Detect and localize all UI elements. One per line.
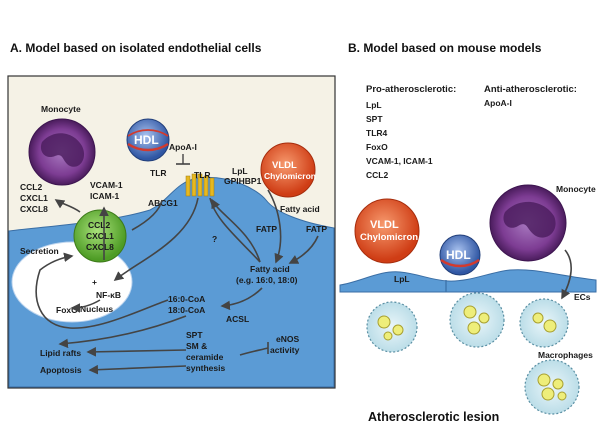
enos-label-2: activity xyxy=(270,345,300,355)
vcam-label: VCAM-1 xyxy=(90,180,123,190)
coa-label-1: 16:0-CoA xyxy=(168,294,205,304)
macrophage xyxy=(524,359,580,415)
vldl-b-label-1: VLDL xyxy=(370,219,399,231)
spt-label-3: ceramide xyxy=(186,352,224,362)
ccl2-out-label: CCL2 xyxy=(20,182,42,192)
fatp-label-2: FATP xyxy=(306,224,327,234)
vldl-particle-a xyxy=(260,142,316,198)
cxcl8-out-label: CXCL8 xyxy=(20,204,48,214)
pro-item: SPT xyxy=(366,114,383,124)
monocyte-a xyxy=(28,118,96,186)
endothelial-layer-b xyxy=(339,269,597,293)
pro-item: TLR4 xyxy=(366,128,388,138)
acsl-label: ACSL xyxy=(226,314,249,324)
vldl-a-label-2: Chylomicron xyxy=(264,171,316,181)
enos-label-1: eNOS xyxy=(276,334,299,344)
anti-title: Anti-atherosclerotic: xyxy=(484,84,577,95)
cxcl8-in-label: CXCL8 xyxy=(86,242,114,252)
spt-label-4: synthesis xyxy=(186,363,225,373)
macrophage xyxy=(366,301,418,353)
fatty-acid-in-label-1: Fatty acid xyxy=(250,264,290,274)
nucleus-label: Nucleus xyxy=(80,304,113,314)
hdl-b-label: HDL xyxy=(446,248,471,262)
fatty-acid-out-label: Fatty acid xyxy=(280,204,320,214)
hdl-a-label: HDL xyxy=(134,133,159,147)
plus-label: + xyxy=(92,277,97,287)
ecs-label: ECs xyxy=(574,292,591,302)
panel-a-title: A. Model based on isolated endothelial c… xyxy=(10,41,262,55)
hdl-particle-b xyxy=(439,234,481,276)
pathway-arrows xyxy=(35,189,319,375)
icam-label: ICAM-1 xyxy=(90,191,120,201)
fatp-label-1: FATP xyxy=(256,224,277,234)
abcg1-label: ABCG1 xyxy=(148,198,178,208)
hdl-particle-a xyxy=(126,118,170,162)
lesion-label: Atherosclerotic lesion xyxy=(368,410,499,424)
gpihbp1-label: GPIHBP1 xyxy=(224,176,262,186)
pro-title: Pro-atherosclerotic: xyxy=(366,84,456,95)
pro-item: FoxO xyxy=(366,142,388,152)
pro-item: VCAM-1, ICAM-1 xyxy=(366,156,433,166)
monocyte-a-label: Monocyte xyxy=(41,104,81,114)
cxcl1-out-label: CXCL1 xyxy=(20,193,48,203)
vldl-a-label-1: VLDL xyxy=(272,160,297,171)
foxo-label: FoxO xyxy=(56,305,78,315)
lpl-a-label: LpL xyxy=(232,166,248,176)
spt-label-2: SM & xyxy=(186,341,207,351)
apoa1-label: ApoA-I xyxy=(169,142,197,152)
spt-label-1: SPT xyxy=(186,330,203,340)
macrophage xyxy=(519,298,569,348)
macrophage xyxy=(449,292,505,348)
vldl-b-label-2: Chylomicron xyxy=(360,232,418,243)
tlr-label-2: TLR xyxy=(194,170,211,180)
macrophages-label: Macrophages xyxy=(538,350,593,360)
pro-item: CCL2 xyxy=(366,170,388,180)
tlr-receptor xyxy=(185,173,215,197)
vldl-particle-b xyxy=(354,198,420,264)
question-mark: ? xyxy=(212,234,217,244)
monocyte-b-label: Monocyte xyxy=(556,184,596,194)
anti-item: ApoA-I xyxy=(484,98,512,108)
panel-b-title: B. Model based on mouse models xyxy=(348,41,542,55)
pro-item: LpL xyxy=(366,100,382,110)
lipid-rafts-label: Lipid rafts xyxy=(40,348,81,358)
lpl-b-label: LpL xyxy=(394,274,410,284)
apoptosis-label: Apoptosis xyxy=(40,365,82,375)
ccl2-in-label: CCL2 xyxy=(88,220,110,230)
secretion-label: Secretion xyxy=(20,246,59,256)
coa-label-2: 18:0-CoA xyxy=(168,305,205,315)
nfkb-label: NF-κB xyxy=(96,290,121,300)
cxcl1-in-label: CXCL1 xyxy=(86,231,114,241)
tlr-label-1: TLR xyxy=(150,168,167,178)
monocyte-b xyxy=(489,184,567,262)
fatty-acid-in-label-2: (e.g. 16:0, 18:0) xyxy=(236,275,298,285)
